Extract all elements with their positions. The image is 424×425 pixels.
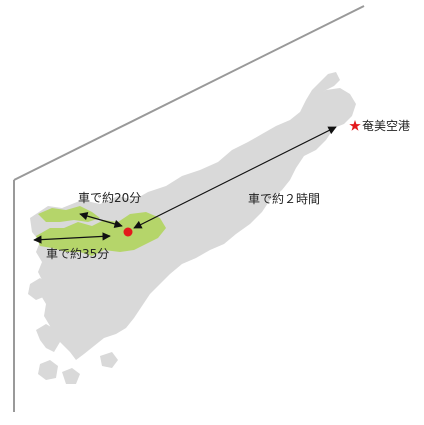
frame-top-edge xyxy=(13,5,365,181)
star-icon xyxy=(349,120,361,131)
location-dot-icon xyxy=(123,227,133,237)
island-south-islet-3 xyxy=(100,352,118,368)
island-south-islet-1 xyxy=(38,360,58,380)
airport-label: 奄美空港 xyxy=(362,119,410,133)
route-label-35min: 車で約35分 xyxy=(46,246,109,261)
island-south-islet-2 xyxy=(62,368,80,384)
route-label-20min: 車で約20分 xyxy=(78,190,141,205)
island-north-spur xyxy=(300,72,340,112)
route-arrow-35min xyxy=(33,232,111,244)
island-south-fragment xyxy=(36,324,60,352)
island-west-fragment xyxy=(28,278,48,300)
route-arrow-20min xyxy=(79,212,123,228)
route-label-long: 車で約２時間 xyxy=(248,191,320,206)
route-arrow-to-airport xyxy=(133,126,337,229)
